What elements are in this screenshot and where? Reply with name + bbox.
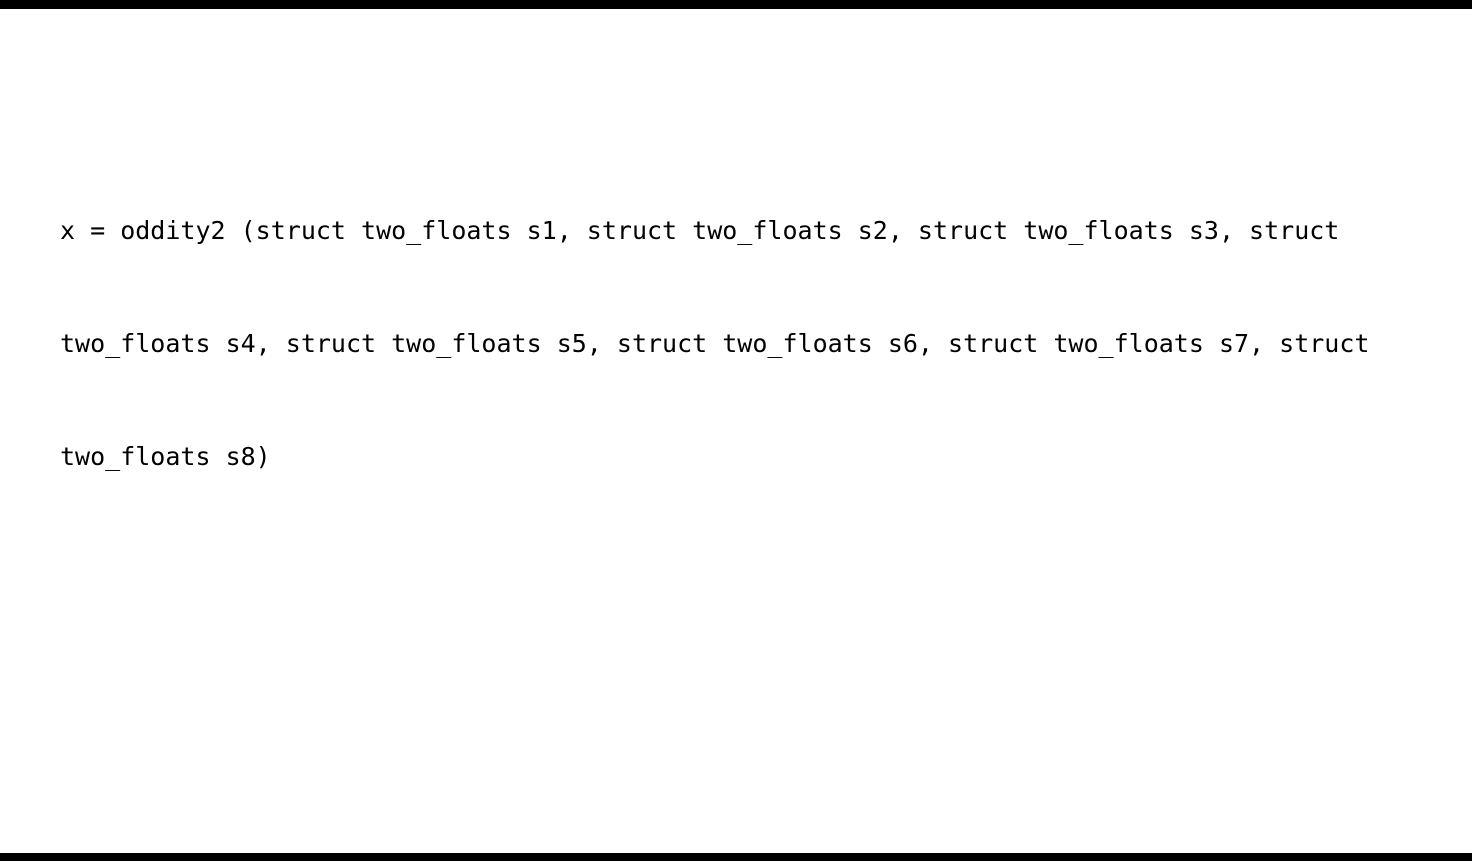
spacer [60,664,1460,702]
signature-line: two_floats s4, struct two_floats s5, str… [60,328,1370,358]
top-rule [0,0,1472,9]
bottom-rule [0,853,1472,861]
figure-content: x = oddity2 (struct two_floats s1, struc… [60,23,1460,866]
signature-line: x = oddity2 (struct two_floats s1, struc… [60,215,1340,245]
function-signature: x = oddity2 (struct two_floats s1, struc… [60,136,1460,551]
signature-line: two_floats s8) [60,441,271,471]
